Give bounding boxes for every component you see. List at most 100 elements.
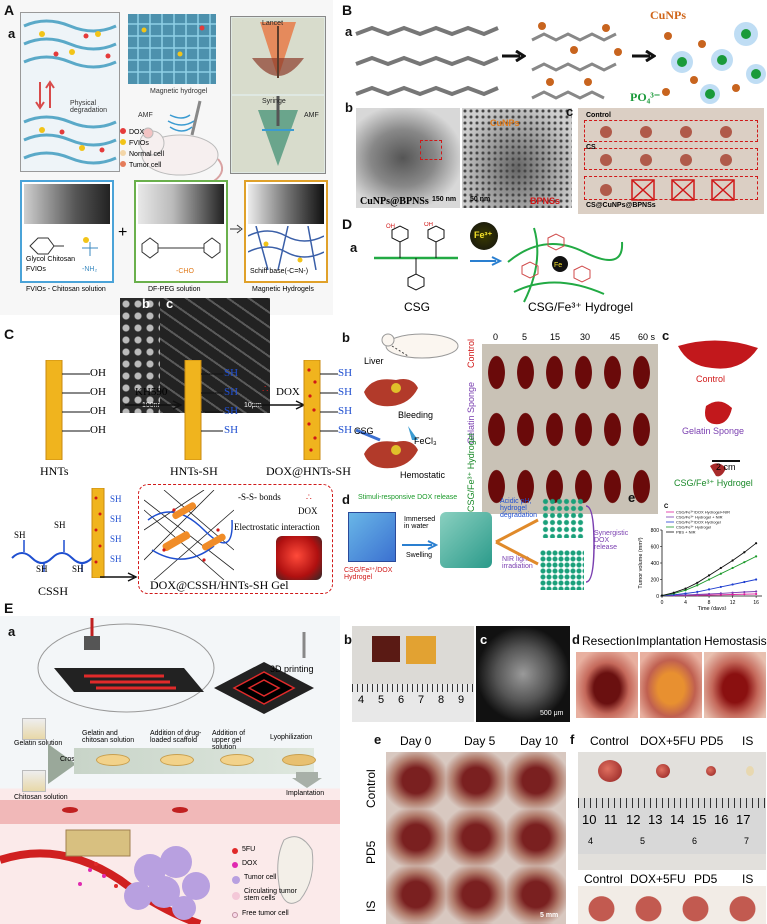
legend-entry: CSG/Fe³⁺/DOX Hydrogel xyxy=(676,520,721,525)
df-peg-solution-caption: DF-PEG solution xyxy=(148,286,201,293)
step1-label: Gelatin and chitosan solution xyxy=(82,730,135,744)
wound-grid-e xyxy=(386,752,566,924)
panel-a-sub-c: c xyxy=(166,296,174,311)
panel-b-sub-b: b xyxy=(345,100,353,115)
sh-2a: SH xyxy=(338,367,353,379)
vial-photo-2 xyxy=(138,184,224,224)
legend-tumor-cell: Tumor cell xyxy=(129,162,162,169)
e-col-day5: Day 5 xyxy=(464,734,496,748)
panel-e-sub-b: b xyxy=(344,632,352,647)
data-point xyxy=(731,566,734,570)
lungs-photo xyxy=(578,886,766,924)
ruler-f-14: 14 xyxy=(670,812,685,827)
row-box-control xyxy=(584,120,758,142)
time-0: 0 xyxy=(493,332,499,342)
oh-1: OH xyxy=(90,367,106,379)
panel-d-letter: D xyxy=(342,216,353,232)
tem-zoom-image xyxy=(462,108,572,208)
lancet-diagram xyxy=(232,18,324,94)
chart-axes xyxy=(661,530,762,597)
magnetic-hydrogel-label: Magnetic hydrogel xyxy=(150,88,208,95)
data-point xyxy=(707,578,711,581)
panel-a-letter: A xyxy=(4,2,15,18)
df-peg-structure xyxy=(141,237,221,259)
panel-e-sub-a: a xyxy=(8,624,16,639)
row-control-label: Control xyxy=(466,338,476,368)
legend-5fu: 5FU xyxy=(242,846,256,853)
legend-5fu-dot xyxy=(232,848,238,854)
dox-reagent-label: DOX xyxy=(276,386,300,398)
data-point xyxy=(731,591,734,594)
legend-tumor-cell: Tumor cell xyxy=(244,874,277,881)
legend-free-dot xyxy=(232,912,238,918)
implantation-arrow xyxy=(292,772,322,788)
gel-photo xyxy=(276,536,322,580)
bpnss-layers xyxy=(355,25,499,97)
d-col-resection: Resection xyxy=(582,634,636,648)
schiff-base-network xyxy=(248,226,324,270)
micro-ct-scale: 500 μm xyxy=(540,710,564,717)
arrow-b2 xyxy=(632,50,656,62)
dox-hnts-tube xyxy=(303,360,321,460)
data-point xyxy=(755,542,758,545)
panel-c-letter: C xyxy=(4,326,15,342)
x-tick-label: 4 xyxy=(684,600,687,606)
data-point xyxy=(719,572,722,575)
f-bottom-control: Control xyxy=(584,872,623,886)
electrostatic-label: Electrostatic interaction xyxy=(234,522,320,532)
data-point xyxy=(731,559,734,562)
equilibrium-arrows xyxy=(35,80,55,110)
panel-e-sub-f: f xyxy=(570,732,575,747)
data-point xyxy=(755,590,758,593)
gel-network xyxy=(144,490,234,580)
svg-text:Fe: Fe xyxy=(554,262,562,269)
d-nir-label: NIR light irradiation xyxy=(502,556,533,570)
ruler-f-17: 17 xyxy=(736,812,751,827)
f-col-control: Control xyxy=(590,734,629,748)
tumor-is xyxy=(746,766,754,776)
mouse-illustration xyxy=(139,100,224,182)
ruler-f2-6: 6 xyxy=(692,836,698,846)
small-dox-tube xyxy=(91,488,105,578)
data-point xyxy=(719,585,722,589)
rat-liver-diagram xyxy=(355,333,459,469)
cunps-label: CuNPs xyxy=(650,8,687,22)
po4-dispersion xyxy=(662,22,766,104)
dox-legend-dot xyxy=(120,128,126,134)
data-point xyxy=(743,593,746,596)
csg-caption: CSG xyxy=(404,300,431,314)
hnts-tube xyxy=(45,360,63,460)
panel-a-sub-b: b xyxy=(142,296,150,311)
panel-a-sub-a: a xyxy=(8,26,16,41)
degraded-cube-1 xyxy=(542,498,584,538)
tube-sh-4: SH xyxy=(110,554,122,564)
data-point xyxy=(719,592,722,595)
panel-a-legend: DOX FVIOs Normal cell Tumor cell xyxy=(120,128,180,176)
oh-2: OH xyxy=(90,386,106,398)
row-label-cs: CS xyxy=(586,144,596,151)
tumor-dox5fu xyxy=(656,764,670,778)
liver-label: Liver xyxy=(364,356,384,366)
ruler-f-13: 13 xyxy=(648,812,663,827)
chitosan-solution-label: Chitosan solution xyxy=(14,794,68,801)
row-csg-fe-label: CSG/Fe³⁺ Hydrogel xyxy=(466,433,476,512)
time-45: 45 xyxy=(610,332,621,342)
swollen-cube xyxy=(440,512,492,568)
y-tick-label: 200 xyxy=(651,578,660,584)
hnts-sh-tube xyxy=(184,360,202,460)
dish-4 xyxy=(282,754,316,766)
cunps-arrow-label: CuNPs xyxy=(490,118,520,128)
panel-b-letter: B xyxy=(342,2,353,18)
f-col-is: IS xyxy=(742,734,754,748)
syringe-diagram xyxy=(232,96,324,172)
fvios-chitosan-solution-caption: FVIOs - Chitosan solution xyxy=(26,286,106,293)
y-tick-label: 800 xyxy=(651,528,660,534)
d-acid-label: Acidic pH, hydrogel degradation xyxy=(500,498,537,519)
fvios-legend-dot xyxy=(120,139,126,145)
e-scale: 5 mm xyxy=(540,912,559,919)
oh-4: OH xyxy=(90,424,106,436)
panel-d-sub-e: e xyxy=(628,490,636,505)
vial-photo-1 xyxy=(24,184,110,224)
d-synergy-label: Synergistic DOX release xyxy=(594,530,629,551)
